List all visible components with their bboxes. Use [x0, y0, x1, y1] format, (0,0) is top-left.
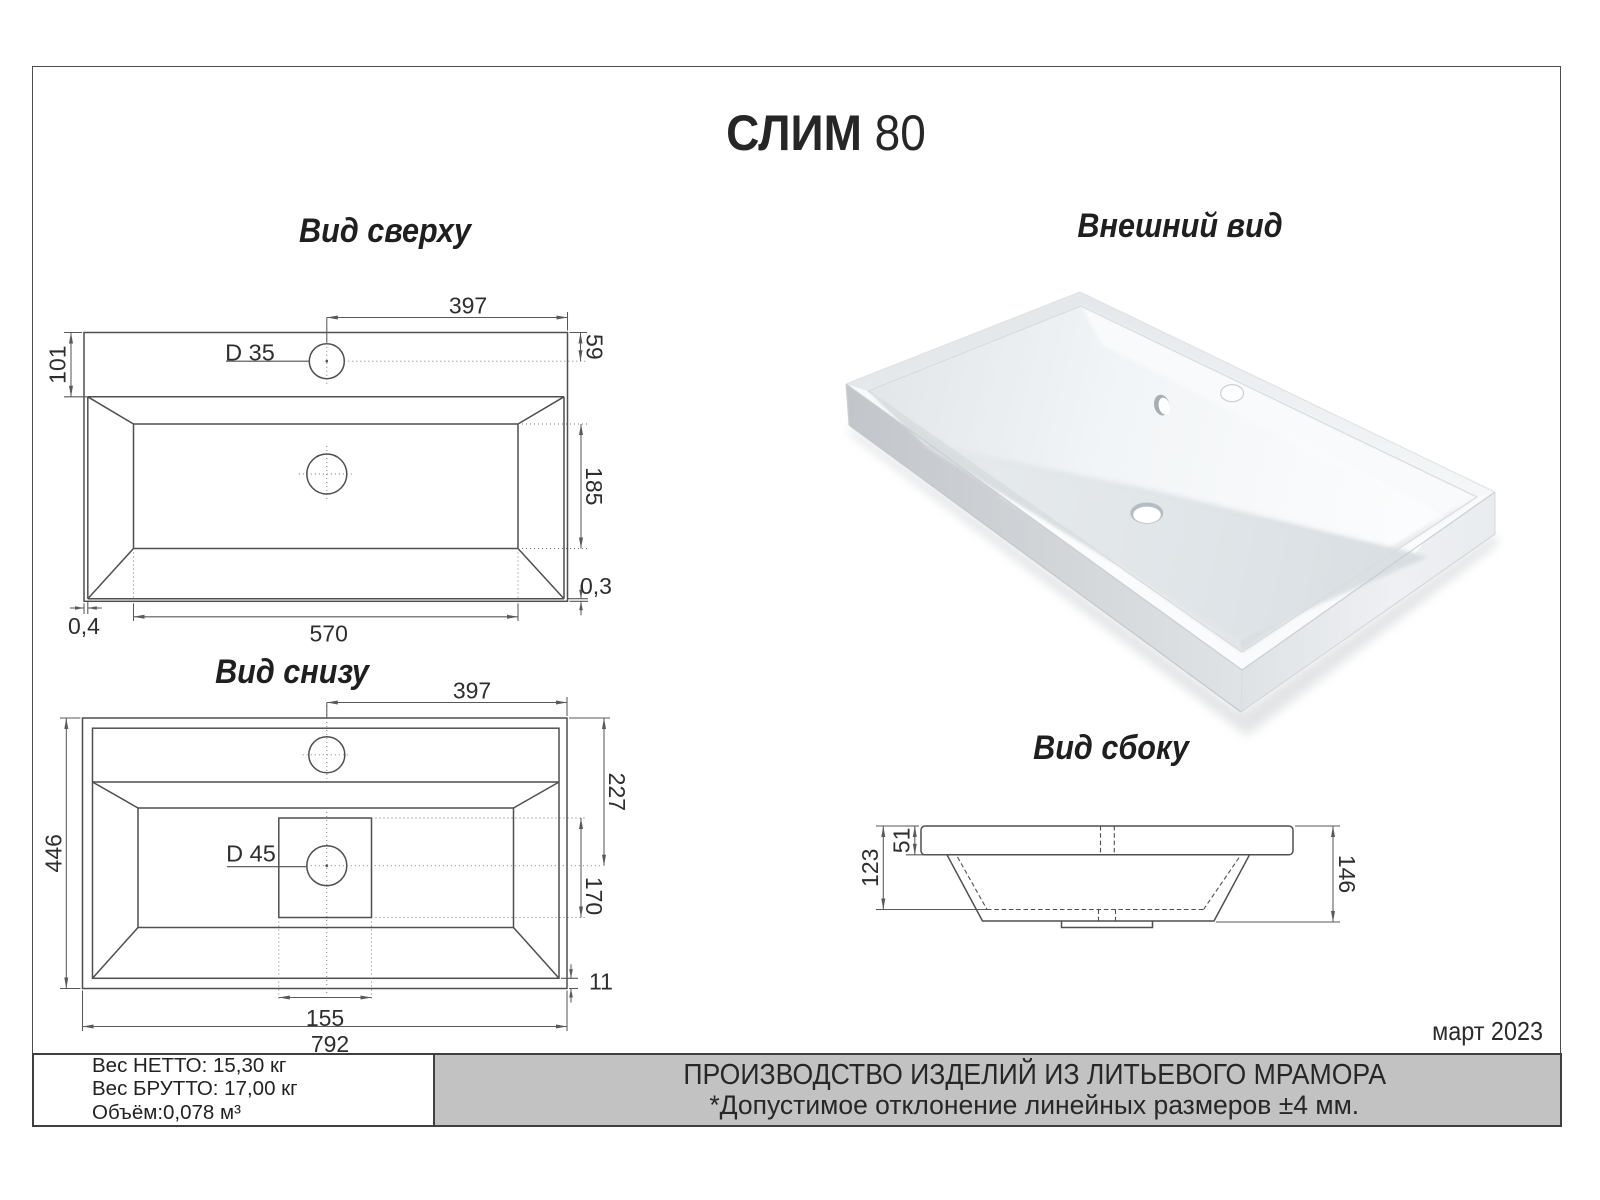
- svg-text:146: 146: [1334, 855, 1360, 893]
- svg-text:397: 397: [453, 678, 491, 704]
- svg-text:792: 792: [311, 1031, 349, 1057]
- svg-text:570: 570: [310, 621, 348, 647]
- svg-text:0,3: 0,3: [580, 573, 612, 599]
- svg-text:59: 59: [582, 334, 608, 360]
- svg-text:51: 51: [889, 828, 915, 854]
- svg-text:185: 185: [581, 467, 607, 505]
- svg-text:11: 11: [589, 968, 613, 994]
- svg-text:D 45: D 45: [226, 841, 276, 867]
- svg-text:123: 123: [857, 849, 883, 887]
- svg-text:170: 170: [581, 877, 607, 915]
- svg-text:155: 155: [306, 1005, 344, 1031]
- svg-text:101: 101: [45, 345, 71, 383]
- svg-text:446: 446: [41, 834, 67, 872]
- svg-text:D 35: D 35: [225, 340, 275, 366]
- svg-text:227: 227: [604, 773, 630, 811]
- svg-text:397: 397: [449, 293, 487, 319]
- svg-text:0,4: 0,4: [68, 613, 100, 639]
